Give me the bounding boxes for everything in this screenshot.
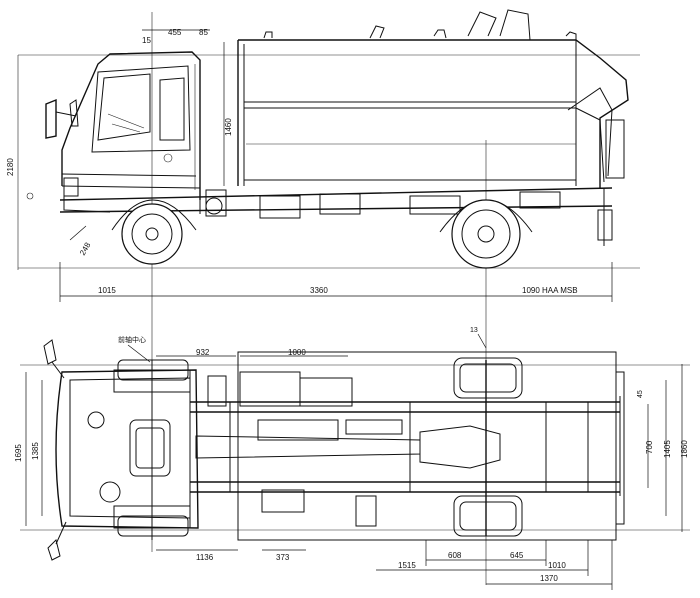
dim-1695: 1695 xyxy=(14,444,23,462)
side-view: 15 455 85 1460 2180 248 1015 3360 1090 H… xyxy=(6,9,640,585)
dim-rear-overhang: 1090 HAA MSB xyxy=(522,286,578,295)
dim-45: 45 xyxy=(637,390,644,398)
side-dimensions: 15 455 85 1460 2180 248 1015 3360 1090 H… xyxy=(6,28,613,302)
plan-frame xyxy=(151,351,625,541)
dim-1405: 1405 xyxy=(663,440,672,458)
dim-700: 700 xyxy=(645,440,654,454)
dim-608: 608 xyxy=(448,551,462,560)
dim-1460: 1460 xyxy=(224,118,233,136)
dim-front-overhang: 1015 xyxy=(98,286,116,295)
dim-455: 455 xyxy=(168,28,182,37)
dim-15: 15 xyxy=(142,36,151,45)
refuse-body xyxy=(237,9,629,188)
dim-248: 248 xyxy=(78,240,93,257)
dim-85: 85 xyxy=(199,28,208,37)
label-front-axle: 前轴中心 xyxy=(118,335,146,344)
dim-wheelbase: 3360 xyxy=(310,286,328,295)
dim-2180: 2180 xyxy=(6,158,15,176)
dim-1370: 1370 xyxy=(540,574,558,583)
dim-1000: 1000 xyxy=(288,348,306,357)
plan-view: 前轴中心 932 1000 13 1695 1385 700 1405 1860… xyxy=(14,327,690,590)
plan-rear-wheels xyxy=(117,357,523,537)
dim-1010: 1010 xyxy=(548,561,566,570)
plan-dimensions: 前轴中心 932 1000 13 1695 1385 700 1405 1860… xyxy=(14,327,689,590)
plan-cab xyxy=(43,339,199,561)
dim-1136: 1136 xyxy=(196,553,214,562)
cab xyxy=(45,51,201,213)
dim-373: 373 xyxy=(276,553,290,562)
tag-13: 13 xyxy=(470,327,478,334)
dim-1385: 1385 xyxy=(31,442,40,460)
side-wheels xyxy=(111,199,533,269)
dim-645: 645 xyxy=(510,551,524,560)
dim-932: 932 xyxy=(196,348,210,357)
dim-1515: 1515 xyxy=(398,561,416,570)
dim-1860: 1860 xyxy=(680,440,689,458)
